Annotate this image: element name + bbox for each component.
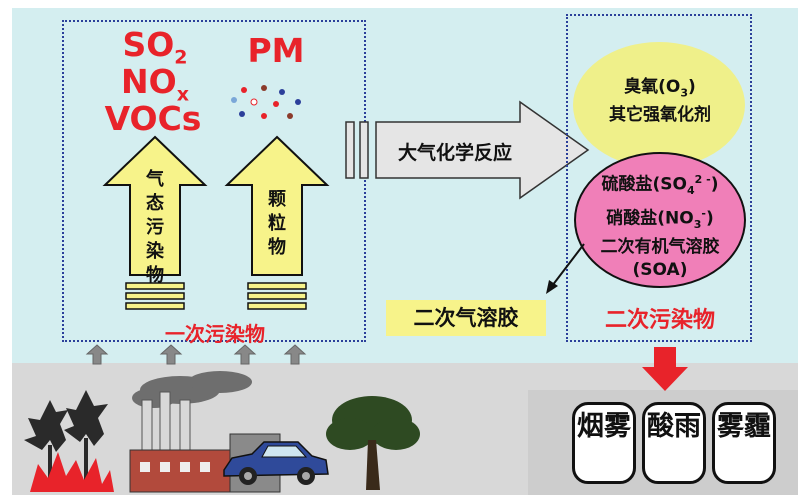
particle-dot [239, 111, 245, 117]
particle-dot [250, 98, 258, 106]
result-haze: 雾霾 [712, 402, 776, 484]
particle-dot [231, 97, 237, 103]
result-smog: 烟雾 [572, 402, 636, 484]
up-arrow-icon [85, 344, 109, 365]
particle-dot [287, 113, 293, 119]
tree-illustration [326, 396, 420, 490]
aerosol-text: 硫酸盐(SO42 -) 硝酸盐(NO3-) 二次有机气溶胶 (SOA) [600, 173, 720, 281]
particle-dot [261, 113, 267, 119]
so2-label: SO2 [122, 25, 188, 69]
red-down-arrow [642, 347, 688, 391]
pm-label: PM [247, 31, 305, 70]
aerosol-ellipse [574, 152, 746, 288]
reaction-arrow [345, 100, 590, 200]
up-arrow-icon [159, 344, 183, 365]
particle-dot [279, 89, 285, 95]
particle-dot [295, 99, 301, 105]
ozone-text: 臭氧(O3) 其它强氧化剂 [609, 77, 711, 126]
particle-arrow-text: 颗粒物 [268, 189, 286, 258]
ozone-ellipse [573, 42, 745, 168]
reaction-label: 大气化学反应 [398, 142, 513, 164]
secondary-pollutants-box [566, 14, 752, 342]
aerosol-pointer-arrow [546, 243, 585, 294]
secondary-aerosol-tag: 二次气溶胶 [386, 300, 546, 336]
primary-pollutants-label: 一次污染物 [165, 322, 265, 346]
primary-pollutants-box [62, 20, 366, 342]
up-arrow-icon [283, 344, 307, 365]
particle-arrow [224, 135, 330, 310]
emission-arrows [85, 344, 307, 365]
result-acid-rain: 酸雨 [642, 402, 706, 484]
vocs-label: VOCs [104, 99, 202, 138]
particle-dot [241, 87, 247, 93]
particle-dot [273, 101, 279, 107]
nox-label: NOx [121, 62, 189, 106]
gas-arrow [102, 135, 208, 310]
burning-trees-illustration [24, 390, 114, 492]
particle-dot [261, 85, 267, 91]
secondary-pollutants-label: 二次污染物 [604, 308, 715, 333]
particles-icon [231, 85, 301, 119]
up-arrow-icon [233, 344, 257, 365]
car-illustration [223, 441, 329, 485]
gas-arrow-text: 气态污染物 [146, 169, 164, 286]
